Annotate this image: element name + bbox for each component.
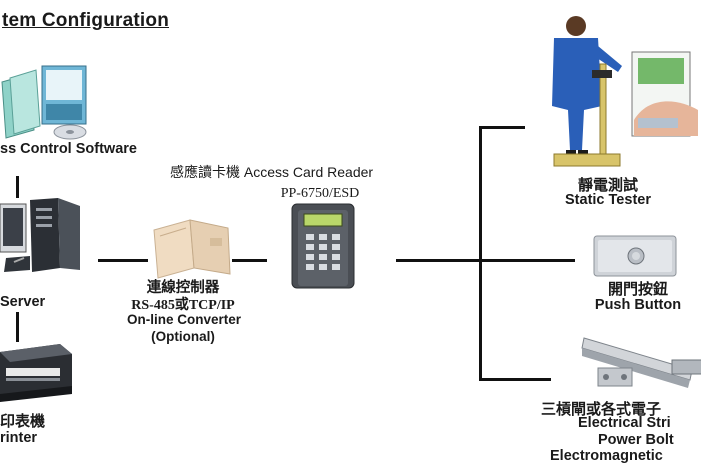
software-label: ss Control Software [0,141,137,157]
static-tester-label-en: Static Tester [565,192,651,208]
reader-label: 感應讀卡機 Access Card Reader [170,164,374,180]
bus-branch-push [479,259,575,262]
electric-lock-image [581,337,701,388]
card-reader-device-image [291,203,355,289]
lock-label-zh: 三槓閘或各式電子 [541,401,662,418]
connector-left-vertical-top [16,176,19,198]
software-package-image [1,65,87,140]
printer-image [0,344,72,402]
server-label: Server [0,294,46,310]
server-computer-image [0,198,80,272]
converter-label-model: RS-485或TCP/IP [131,298,235,313]
connector-reader-bus [396,259,480,262]
lock-label-en-1: Electrical Stri [578,415,671,431]
bus-branch-static [479,126,525,129]
reader-model: PP-6750/ESD [280,186,360,201]
connector-server-converter [98,259,148,262]
push-button-label-en: Push Button [594,297,682,313]
printer-label-zh: 印表機 [0,413,46,430]
push-button-image [593,235,677,277]
lock-label-en-3: Electromagnetic [550,448,663,464]
converter-device-image [153,219,231,279]
lock-label-en-2: Power Bolt [598,432,674,448]
bus-vertical [479,126,482,380]
printer-label-en: rinter [0,430,38,446]
connector-left-vertical-mid [16,312,19,342]
connector-converter-reader [232,259,267,262]
bus-branch-lock [479,378,551,381]
converter-label-optional: (Optional) [151,329,215,344]
converter-label-en: On-line Converter [126,312,242,327]
push-button-label-zh: 開門按鈕 [607,281,668,298]
converter-label-zh: 連線控制器 [146,280,220,296]
static-tester-photo [552,16,698,167]
static-tester-label-zh: 靜電測試 [577,177,638,194]
page-title: tem Configuration [2,10,169,31]
